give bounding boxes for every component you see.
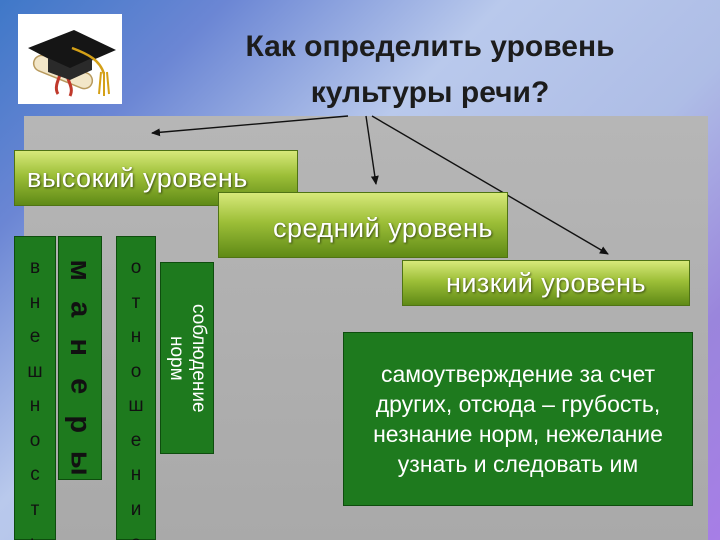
slide-title-line-1: Как определить уровень xyxy=(245,30,615,63)
norms-line-1: соблюдение xyxy=(188,303,209,413)
letter: в xyxy=(29,257,41,278)
level-medium-box: средний уровень xyxy=(218,192,508,258)
letter: н xyxy=(64,338,97,357)
column-manery: м а н е р ы xyxy=(58,236,102,480)
norms-line-2: норм xyxy=(166,335,187,381)
letter: е xyxy=(64,377,97,394)
letter: о xyxy=(29,429,41,451)
column-vneshnost: в н е ш н о с т ь xyxy=(14,236,56,540)
level-high-label: высокий уровень xyxy=(27,162,248,193)
letter: ш xyxy=(27,360,43,382)
letter: о xyxy=(130,257,142,278)
norms-text: соблюдение норм xyxy=(165,304,209,413)
slide-title-line-2: культуры речи? xyxy=(310,76,550,109)
level-medium-label: средний уровень xyxy=(272,212,493,243)
level-low-label: низкий уровень xyxy=(445,267,647,298)
letter: н xyxy=(130,326,142,347)
letter: ы xyxy=(64,450,97,476)
letter: и xyxy=(130,498,142,520)
letter: с xyxy=(30,464,40,485)
column-norms: соблюдение норм xyxy=(160,262,214,454)
letter: ш xyxy=(128,395,144,416)
letter: е xyxy=(131,527,142,540)
letter: н xyxy=(29,395,41,416)
level-low-box: низкий уровень xyxy=(402,260,690,306)
letter: м xyxy=(64,259,97,281)
letter: а xyxy=(64,300,97,317)
letter: т xyxy=(131,291,141,313)
letter: е xyxy=(29,326,41,347)
description-text: самоутверждение за счет других, отсюда –… xyxy=(373,361,663,477)
letter: н xyxy=(130,464,142,485)
low-level-description: самоутверждение за счет других, отсюда –… xyxy=(343,332,693,506)
column-otnoshenie: о т н о ш е н и е xyxy=(116,236,156,540)
letter: о xyxy=(130,360,142,382)
slide-title: Как определить уровень культуры речи? xyxy=(150,24,710,116)
letter: н xyxy=(29,291,41,313)
letter: е xyxy=(130,429,142,451)
letter: т xyxy=(30,498,40,520)
letter: р xyxy=(64,415,97,434)
letter: ь xyxy=(30,527,40,540)
graduation-cap-icon xyxy=(18,14,122,104)
